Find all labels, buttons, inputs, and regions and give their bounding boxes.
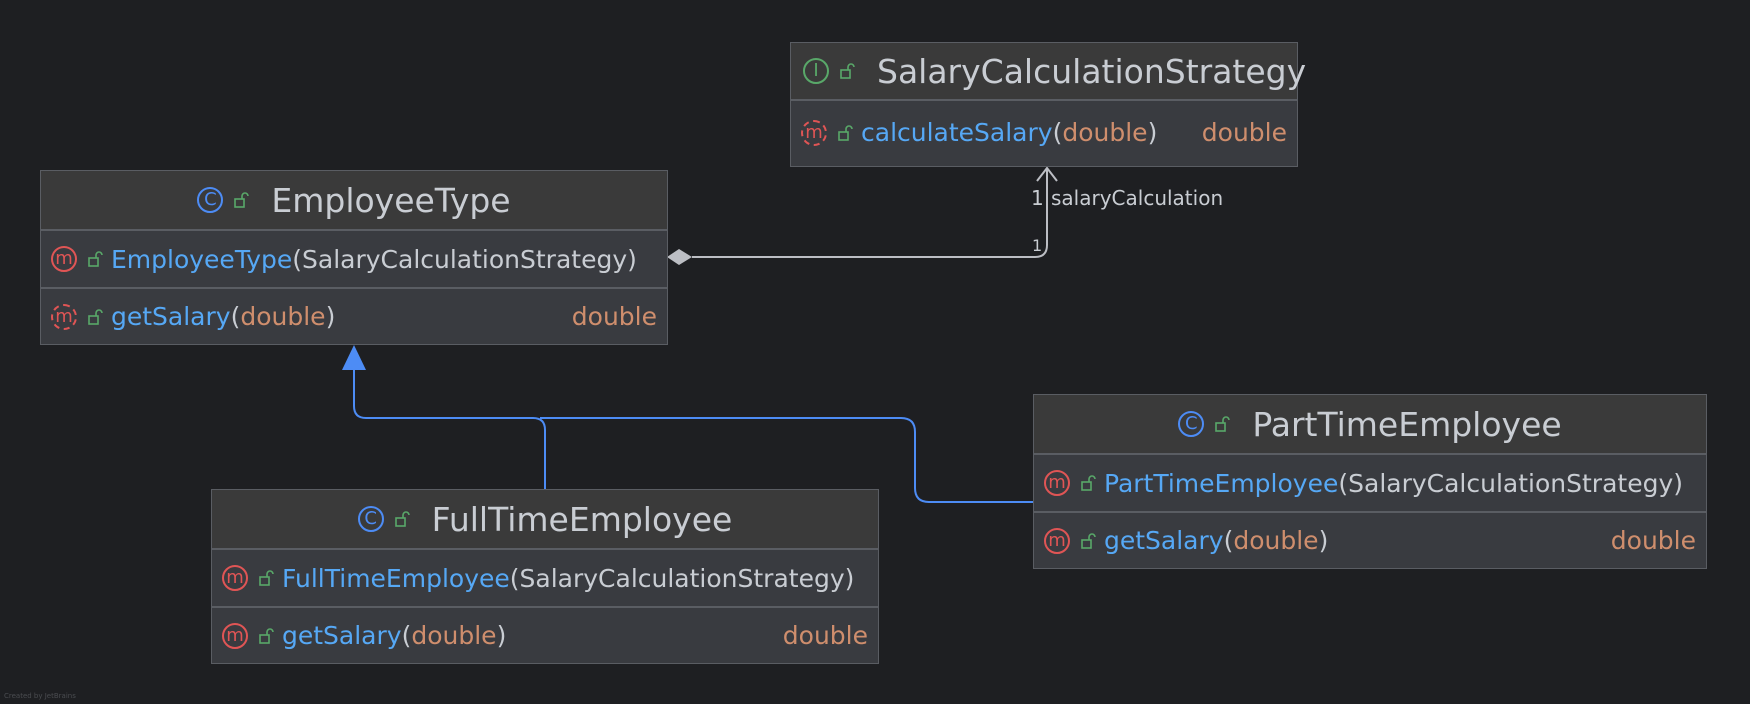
class-badge-icon: C	[197, 187, 224, 213]
paren-open: (	[1052, 118, 1063, 147]
class-badge-icon: C	[357, 506, 384, 532]
constructor-params: SalaryCalculationStrategy	[302, 244, 628, 274]
class-name: EmployeeType	[271, 180, 511, 220]
paren-close: )	[325, 302, 336, 331]
generalization-fulltime-edge[interactable]	[353, 370, 546, 489]
method-badge-icon: m	[801, 119, 827, 146]
generalization-arrowhead	[342, 345, 366, 370]
class-part-time-employee[interactable]: C PartTimeEmployee m PartTimeEmployee(Sa…	[1033, 394, 1707, 569]
method-badge-icon: m	[51, 303, 77, 330]
member-row[interactable]: m getSalary(double) double	[41, 289, 667, 344]
member-row[interactable]: m getSalary(double) double	[212, 608, 878, 663]
method-params: double	[1062, 118, 1148, 147]
constructor-name: FullTimeEmployee	[282, 563, 510, 593]
member-row[interactable]: m EmployeeType(SalaryCalculationStrategy…	[41, 231, 667, 289]
generalization-parttime-edge[interactable]	[540, 417, 1033, 503]
paren-close: )	[627, 244, 637, 274]
class-employee-type[interactable]: C EmployeeType m EmployeeType(SalaryCalc…	[40, 170, 668, 345]
method-name: getSalary	[111, 302, 231, 331]
unlock-icon	[233, 192, 250, 208]
unlock-icon	[1214, 416, 1231, 432]
composition-diamond	[667, 249, 692, 265]
method-params: double	[1233, 526, 1319, 555]
class-name: FullTimeEmployee	[431, 499, 733, 539]
method-params: double	[411, 621, 497, 650]
credit-text: Created by JetBrains	[4, 692, 76, 700]
unlock-icon	[394, 511, 410, 527]
class-header: C PartTimeEmployee	[1034, 395, 1706, 455]
method-name: getSalary	[282, 621, 402, 650]
method-badge-icon: m	[51, 246, 77, 272]
class-badge-icon: C	[1178, 411, 1205, 437]
constructor-params: SalaryCalculationStrategy	[1348, 468, 1674, 498]
unlock-icon	[258, 627, 274, 644]
association-edge[interactable]	[692, 168, 1048, 258]
method-badge-icon: m	[222, 565, 248, 591]
constructor-params: SalaryCalculationStrategy	[519, 563, 845, 593]
class-full-time-employee[interactable]: C FullTimeEmployee m FullTimeEmployee(Sa…	[211, 489, 879, 664]
paren-close: )	[1147, 118, 1158, 147]
method-badge-icon: m	[222, 622, 248, 649]
method-name: getSalary	[1104, 526, 1224, 555]
paren-open: (	[1338, 468, 1349, 498]
paren-open: (	[401, 621, 412, 650]
unlock-icon	[87, 251, 103, 267]
association-role-label: salaryCalculation	[1051, 186, 1224, 210]
paren-open: (	[230, 302, 241, 331]
method-badge-icon: m	[1044, 470, 1070, 496]
class-header: I SalaryCalculationStrategy	[791, 43, 1306, 101]
method-name: calculateSalary	[861, 118, 1053, 147]
multiplicity-target-label: 1	[1031, 186, 1044, 210]
unlock-icon	[839, 63, 855, 79]
multiplicity-source-label: 1	[1032, 236, 1043, 255]
class-name: PartTimeEmployee	[1252, 404, 1562, 444]
unlock-icon	[1080, 475, 1096, 491]
return-type: double	[782, 621, 868, 650]
method-badge-icon: m	[1044, 527, 1070, 554]
class-name: SalaryCalculationStrategy	[877, 51, 1307, 91]
paren-close: )	[496, 621, 507, 650]
return-type: double	[571, 302, 657, 331]
paren-close: )	[1673, 468, 1684, 498]
class-header: C FullTimeEmployee	[212, 490, 878, 550]
member-row[interactable]: m getSalary(double) double	[1034, 513, 1706, 568]
interface-salary-calculation-strategy[interactable]: I SalaryCalculationStrategy m calculateS…	[790, 42, 1306, 167]
unlock-icon	[87, 308, 103, 325]
paren-close: )	[844, 563, 855, 593]
member-row[interactable]: m calculateSalary(double) double	[791, 101, 1297, 164]
member-row[interactable]: m FullTimeEmployee(SalaryCalculationStra…	[212, 550, 878, 608]
interface-badge-icon: I	[803, 58, 829, 84]
constructor-name: EmployeeType	[111, 244, 293, 274]
paren-open: (	[1223, 526, 1234, 555]
unlock-icon	[837, 124, 853, 141]
paren-open: (	[292, 244, 303, 274]
class-header: C EmployeeType	[41, 171, 667, 231]
unlock-icon	[1080, 532, 1096, 549]
unlock-icon	[258, 570, 274, 586]
method-params: double	[240, 302, 326, 331]
return-type: double	[1610, 526, 1696, 555]
member-row[interactable]: m PartTimeEmployee(SalaryCalculationStra…	[1034, 455, 1706, 513]
constructor-name: PartTimeEmployee	[1104, 468, 1339, 498]
paren-open: (	[509, 563, 520, 593]
return-type: double	[1201, 118, 1287, 147]
association-arrowhead	[1036, 166, 1058, 182]
paren-close: )	[1318, 526, 1329, 555]
